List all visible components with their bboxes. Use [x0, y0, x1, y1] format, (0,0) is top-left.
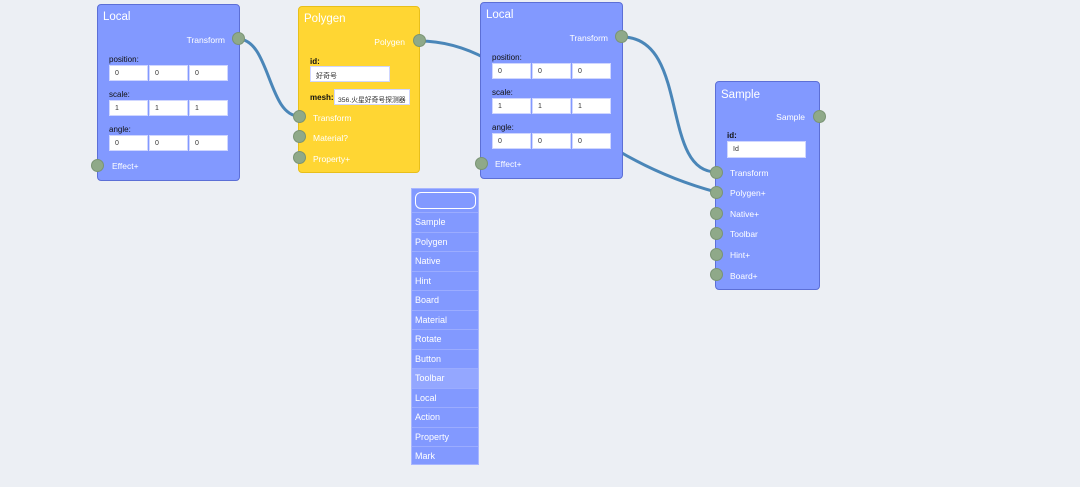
- local1-effect-input-port[interactable]: [91, 159, 104, 172]
- menu-item-action[interactable]: Action: [412, 407, 478, 427]
- local-node-2[interactable]: Local Transform position: 0 0 0 scale: 1…: [480, 2, 623, 179]
- menu-item-sample[interactable]: Sample: [412, 212, 478, 232]
- menu-search-input[interactable]: [415, 192, 476, 209]
- scale-x-input[interactable]: 1: [109, 100, 148, 116]
- material-input-label: Material?: [313, 133, 348, 143]
- angle-label: angle:: [492, 123, 514, 132]
- polygon-node[interactable]: Polygen Polygen id: 好奇号 mesh: 356.火星好奇号探…: [298, 6, 420, 173]
- native-input-label: Native+: [730, 209, 760, 219]
- sample-hint-input-port[interactable]: [710, 248, 723, 261]
- position-label: position:: [109, 55, 139, 64]
- position-x-input[interactable]: 0: [109, 65, 148, 81]
- local2-transform-output-port[interactable]: [615, 30, 628, 43]
- scale-x-input[interactable]: 1: [492, 98, 531, 114]
- polygon-transform-input-port[interactable]: [293, 110, 306, 123]
- transform-input-label: Transform: [313, 113, 352, 123]
- mesh-label: mesh:: [310, 93, 334, 102]
- effect-input-label: Effect+: [112, 161, 139, 171]
- polygon-input-label: Polygen+: [730, 188, 766, 198]
- node-title: Local: [103, 11, 131, 23]
- angle-y-input[interactable]: 0: [532, 133, 571, 149]
- position-z-input[interactable]: 0: [189, 65, 228, 81]
- local2-effect-input-port[interactable]: [475, 157, 488, 170]
- id-input[interactable]: Id: [727, 141, 806, 158]
- sample-board-input-port[interactable]: [710, 268, 723, 281]
- output-label: Polygen: [374, 37, 405, 47]
- wire-local2-to-sample: [620, 35, 718, 174]
- mesh-input[interactable]: 356.火星好奇号探测器: [334, 89, 410, 105]
- id-label: id:: [310, 57, 320, 66]
- scale-y-input[interactable]: 1: [149, 100, 188, 116]
- menu-item-material[interactable]: Material: [412, 309, 478, 330]
- sample-polygon-input-port[interactable]: [710, 186, 723, 199]
- polygon-material-input-port[interactable]: [293, 130, 306, 143]
- angle-label: angle:: [109, 125, 131, 134]
- menu-item-button[interactable]: Button: [412, 348, 478, 369]
- polygon-property-input-port[interactable]: [293, 151, 306, 164]
- scale-z-input[interactable]: 1: [572, 98, 611, 114]
- node-title: Local: [486, 9, 514, 21]
- sample-transform-input-port[interactable]: [710, 166, 723, 179]
- toolbar-input-label: Toolbar: [730, 229, 758, 239]
- hint-input-label: Hint+: [730, 250, 751, 260]
- menu-item-polygon[interactable]: Polygen: [412, 231, 478, 252]
- angle-z-input[interactable]: 0: [189, 135, 228, 151]
- position-y-input[interactable]: 0: [149, 65, 188, 81]
- position-x-input[interactable]: 0: [492, 63, 531, 79]
- sample-node[interactable]: Sample Sample id: Id Transform Polygen+ …: [715, 81, 820, 290]
- scale-label: scale:: [492, 88, 513, 97]
- property-input-label: Property+: [313, 154, 351, 164]
- local1-transform-output-port[interactable]: [232, 32, 245, 45]
- sample-output-port[interactable]: [813, 110, 826, 123]
- board-input-label: Board+: [730, 271, 758, 281]
- scale-y-input[interactable]: 1: [532, 98, 571, 114]
- menu-item-board[interactable]: Board: [412, 290, 478, 310]
- menu-item-hint[interactable]: Hint: [412, 270, 478, 291]
- node-title: Polygen: [304, 13, 346, 25]
- position-z-input[interactable]: 0: [572, 63, 611, 79]
- scale-z-input[interactable]: 1: [189, 100, 228, 116]
- polygon-output-port[interactable]: [413, 34, 426, 47]
- output-label: Transform: [569, 33, 608, 43]
- id-input[interactable]: 好奇号: [310, 66, 390, 82]
- local-node-1[interactable]: Local Transform position: 0 0 0 scale: 1…: [97, 4, 240, 181]
- menu-item-toolbar[interactable]: Toolbar: [412, 368, 478, 388]
- position-label: position:: [492, 53, 522, 62]
- position-y-input[interactable]: 0: [532, 63, 571, 79]
- node-type-menu: Sample Polygen Native Hint Board Materia…: [411, 188, 479, 465]
- menu-item-property[interactable]: Property: [412, 426, 478, 447]
- scale-label: scale:: [109, 90, 130, 99]
- angle-y-input[interactable]: 0: [149, 135, 188, 151]
- effect-input-label: Effect+: [495, 159, 522, 169]
- id-label: id:: [727, 131, 737, 140]
- sample-native-input-port[interactable]: [710, 207, 723, 220]
- wire-local1-to-polygon: [236, 37, 301, 118]
- menu-item-native[interactable]: Native: [412, 251, 478, 271]
- angle-z-input[interactable]: 0: [572, 133, 611, 149]
- menu-item-rotate[interactable]: Rotate: [412, 329, 478, 349]
- menu-item-mark[interactable]: Mark: [412, 446, 478, 466]
- angle-x-input[interactable]: 0: [492, 133, 531, 149]
- sample-toolbar-input-port[interactable]: [710, 227, 723, 240]
- output-label: Sample: [776, 112, 805, 122]
- output-label: Transform: [186, 35, 225, 45]
- transform-input-label: Transform: [730, 168, 769, 178]
- menu-item-local[interactable]: Local: [412, 387, 478, 408]
- node-title: Sample: [721, 89, 760, 101]
- angle-x-input[interactable]: 0: [109, 135, 148, 151]
